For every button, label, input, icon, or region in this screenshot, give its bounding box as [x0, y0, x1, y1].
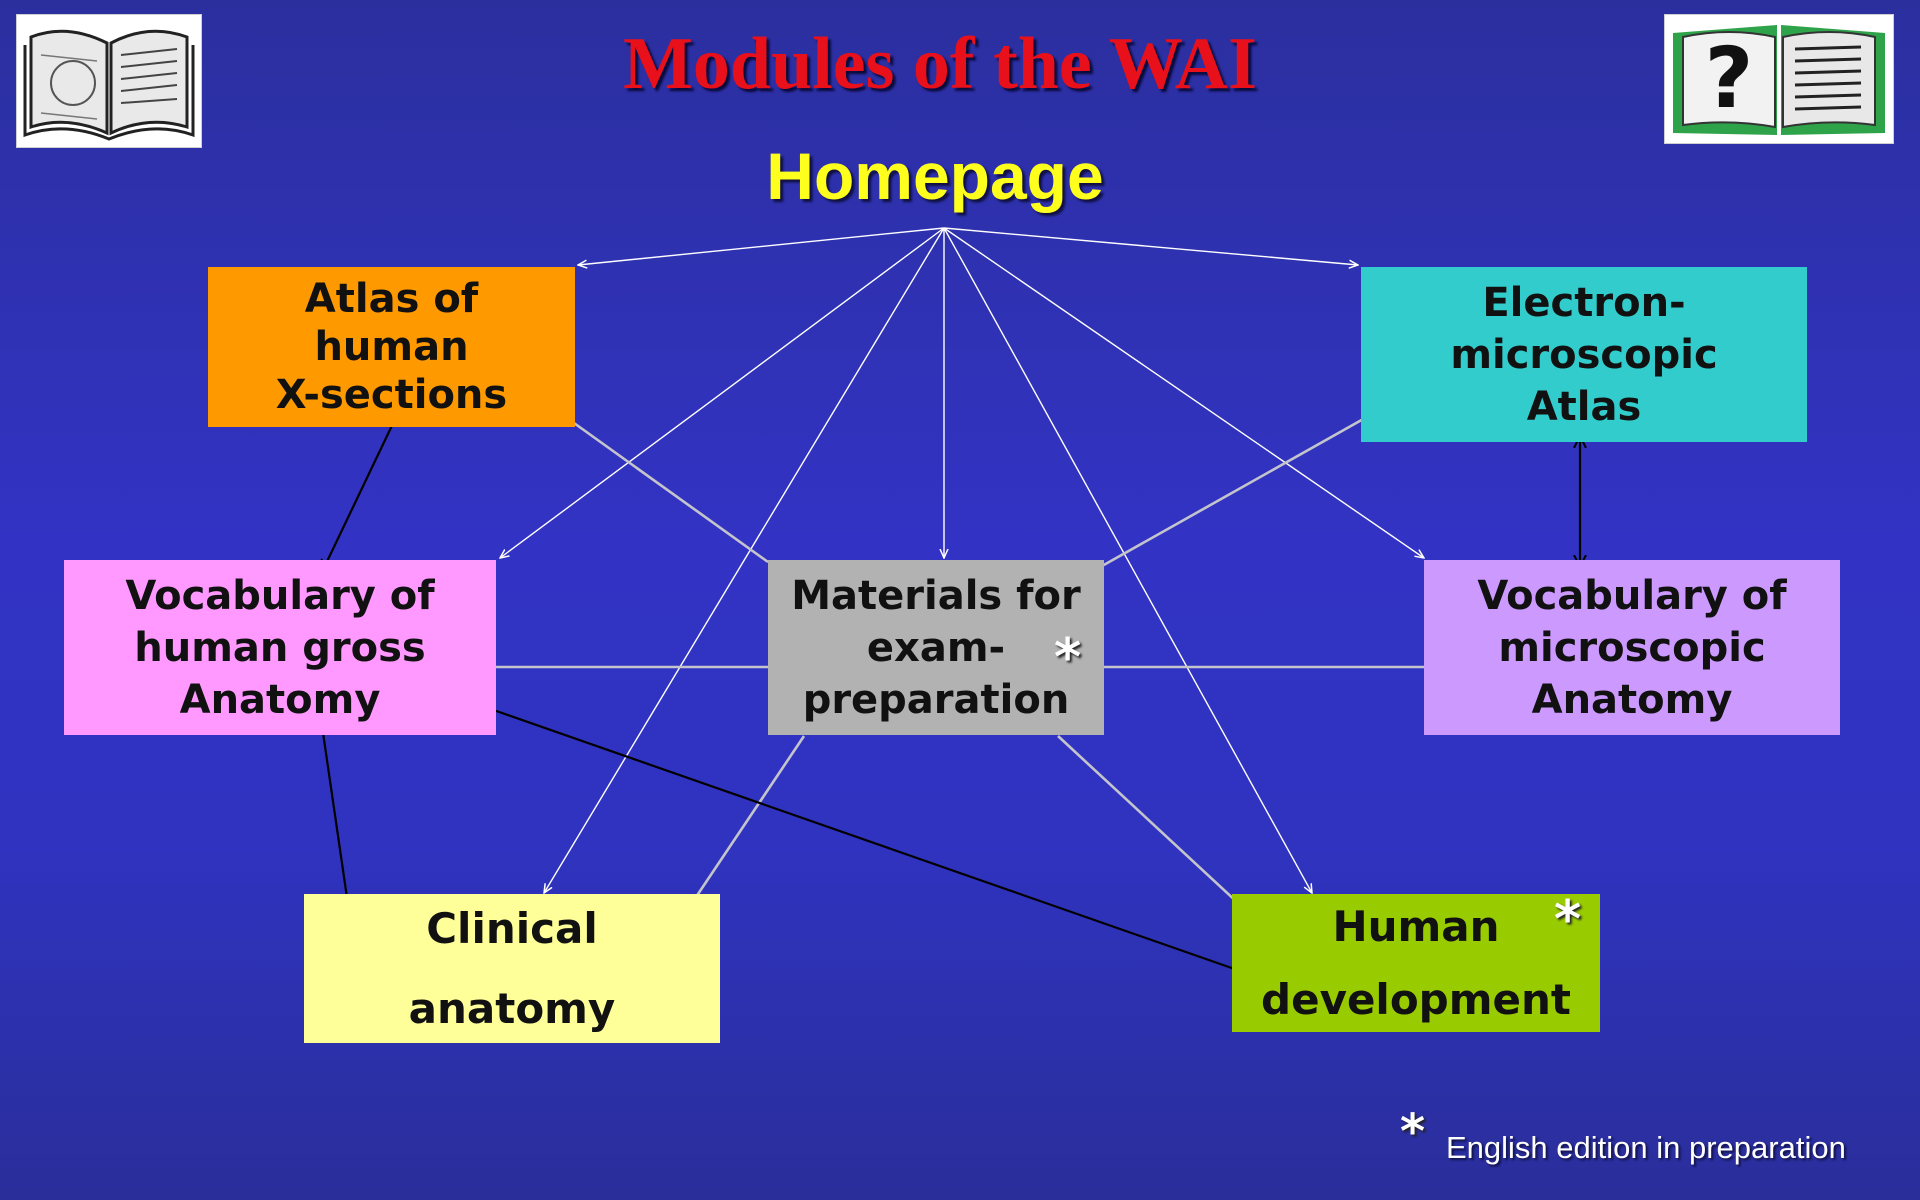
module-vocab-micro-line-1: Vocabulary of: [1477, 572, 1787, 619]
spoke-em-atlas: [943, 227, 1358, 265]
module-materials-line-2: exam-: [866, 624, 1006, 671]
module-vocab-gross-line-2: human gross: [134, 624, 426, 671]
link-atlas-vocab-gross: [322, 413, 398, 572]
link-materials-clinical: [688, 735, 806, 907]
homepage-node[interactable]: Homepage: [766, 139, 1104, 213]
spoke-vocab-micro: [943, 227, 1424, 558]
spoke-atlas: [578, 227, 945, 265]
development-asterisk: *: [1554, 890, 1582, 950]
module-em-atlas[interactable]: Electron- microscopic Atlas: [1361, 267, 1807, 442]
module-vocab-gross-anatomy[interactable]: Vocabulary of human gross Anatomy: [64, 560, 496, 735]
module-materials-line-1: Materials for: [791, 572, 1081, 619]
footnote-asterisk: *: [1400, 1104, 1426, 1160]
module-materials-line-3: preparation: [802, 676, 1070, 723]
module-vocab-gross-line-3: Anatomy: [179, 676, 381, 723]
link-vocab-gross-development: [482, 706, 1246, 973]
module-vocab-micro-line-2: microscopic: [1498, 624, 1766, 671]
open-book-icon-graphic: [23, 29, 195, 141]
link-materials-atlas: [559, 411, 769, 564]
link-materials-development: [1057, 735, 1239, 904]
module-human-development[interactable]: Human development: [1232, 894, 1600, 1032]
slide-title: Modules of the WAI: [623, 23, 1257, 105]
module-em-atlas-line-3: Atlas: [1526, 383, 1642, 430]
homepage-spokes: [500, 227, 1424, 893]
materials-asterisk: *: [1054, 628, 1082, 688]
footnote-text: English edition in preparation: [1446, 1130, 1846, 1165]
module-clinical-line-1: Clinical: [426, 903, 598, 953]
module-atlas-xsections-line-1: Atlas of: [304, 276, 479, 322]
module-development-line-1: Human: [1332, 901, 1500, 951]
module-em-atlas-line-2: microscopic: [1450, 331, 1718, 378]
svg-text:?: ?: [1705, 29, 1754, 127]
help-book-icon-graphic: ?: [1673, 25, 1885, 135]
module-atlas-xsections-line-3: X-sections: [275, 372, 508, 418]
module-materials-exam-preparation[interactable]: Materials for exam- preparation: [768, 560, 1104, 735]
module-development-line-2: development: [1261, 975, 1571, 1024]
module-em-atlas-line-1: Electron-: [1482, 279, 1686, 326]
module-vocab-microscopic-anatomy[interactable]: Vocabulary of microscopic Anatomy: [1424, 560, 1840, 735]
module-vocab-micro-line-3: Anatomy: [1531, 676, 1733, 723]
module-atlas-xsections[interactable]: Atlas of human X-sections: [208, 267, 575, 427]
module-clinical-anatomy[interactable]: Clinical anatomy: [304, 894, 720, 1043]
module-atlas-xsections-line-2: human: [314, 324, 469, 370]
module-clinical-line-2: anatomy: [408, 983, 616, 1033]
module-vocab-gross-line-1: Vocabulary of: [125, 572, 435, 619]
open-book-icon[interactable]: [16, 14, 202, 148]
help-book-icon[interactable]: ?: [1664, 14, 1894, 144]
spoke-vocab-gross: [500, 227, 945, 558]
spoke-development: [943, 227, 1312, 893]
link-materials-em: [1101, 411, 1375, 568]
